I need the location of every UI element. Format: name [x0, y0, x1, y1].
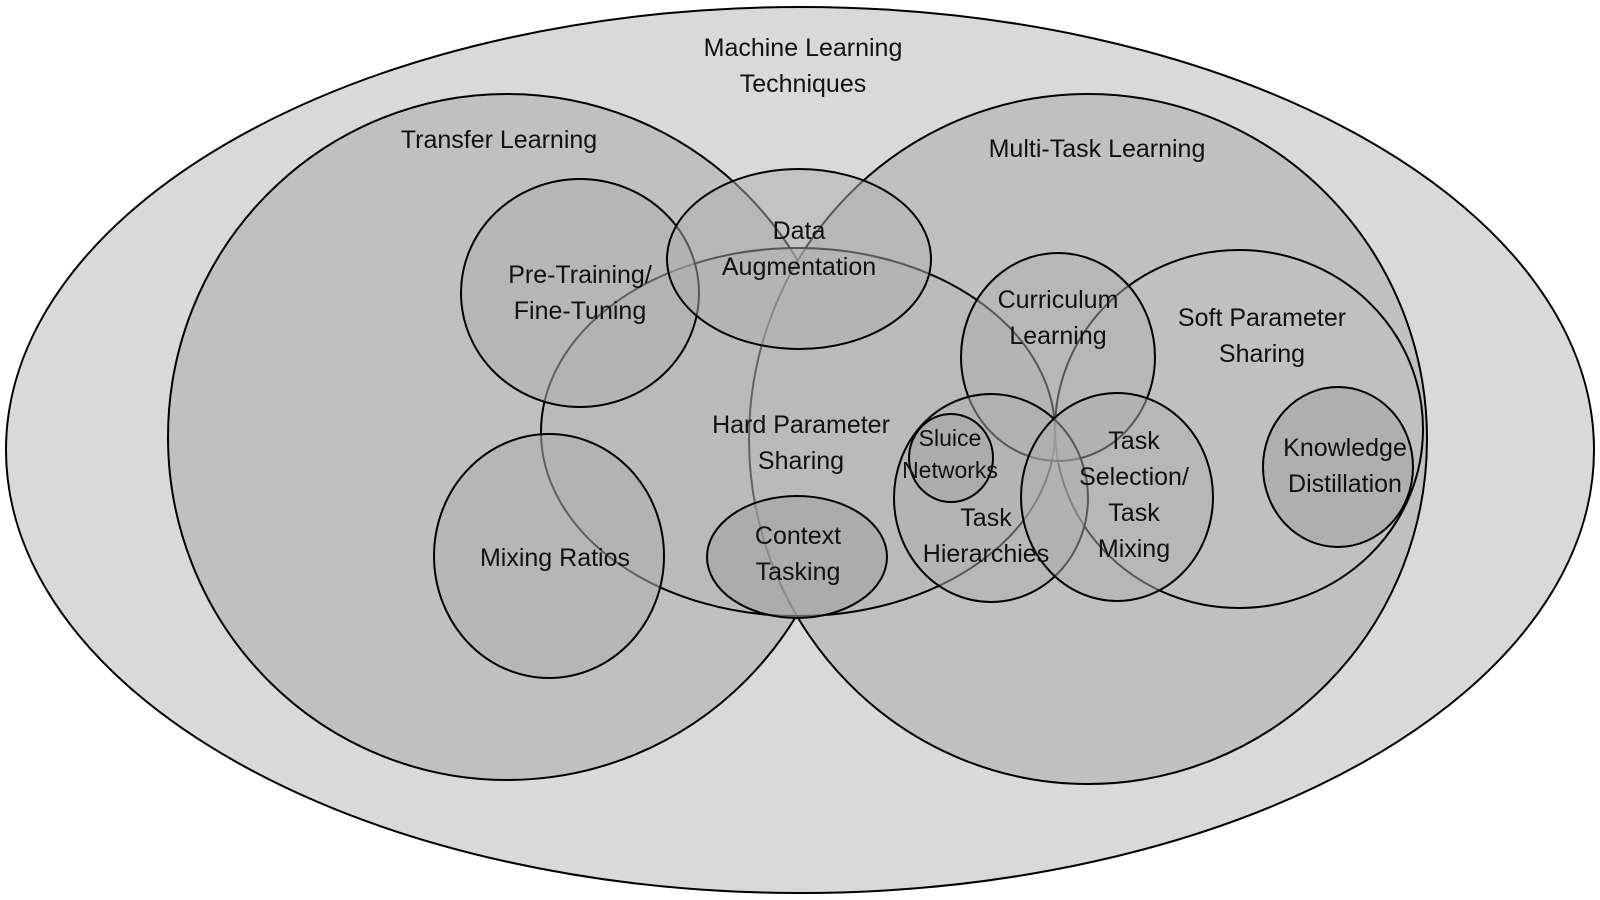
task-selection-label-line: Selection/	[1079, 463, 1189, 491]
sluice-networks-label-line: Networks	[902, 457, 998, 483]
mixing-ratios-region	[433, 433, 665, 679]
pre-training-fine-tuning-label-line: Fine-Tuning	[514, 297, 646, 325]
transfer-learning-label-line: Transfer Learning	[401, 126, 597, 154]
hard-parameter-sharing-label-line: Sharing	[758, 447, 844, 475]
task-hierarchies-label-line: Task	[960, 504, 1012, 532]
context-tasking-label-line: Context	[755, 522, 841, 550]
transfer-learning-label: Transfer Learning	[401, 126, 597, 154]
curriculum-learning-label-line: Learning	[1009, 322, 1106, 350]
pre-training-fine-tuning-label-line: Pre-Training/	[508, 261, 652, 289]
soft-parameter-sharing-label-line: Soft Parameter	[1178, 304, 1346, 332]
knowledge-distillation-region	[1262, 386, 1414, 548]
sluice-networks-label-line: Sluice	[919, 425, 982, 451]
machine-learning-techniques-label-line: Machine Learning	[704, 34, 903, 62]
knowledge-distillation-label-line: Knowledge	[1283, 434, 1407, 462]
machine-learning-techniques-label-line: Techniques	[740, 70, 866, 98]
task-selection-label-line: Task	[1108, 499, 1160, 527]
task-selection-region	[1020, 392, 1214, 602]
task-selection-label-line: Task	[1108, 427, 1160, 455]
data-augmentation-label-line: Data	[773, 217, 826, 245]
task-hierarchies-label-line: Hierarchies	[923, 540, 1049, 568]
mixing-ratios-label: Mixing Ratios	[480, 544, 630, 572]
task-selection-label-line: Mixing	[1098, 535, 1170, 563]
mixing-ratios-label-line: Mixing Ratios	[480, 544, 630, 572]
context-tasking-region	[706, 495, 888, 619]
soft-parameter-sharing-label-line: Sharing	[1219, 340, 1305, 368]
hard-parameter-sharing-label-line: Hard Parameter	[712, 411, 890, 439]
data-augmentation-label-line: Augmentation	[722, 253, 876, 281]
multi-task-learning-label-line: Multi-Task Learning	[989, 135, 1206, 163]
pre-training-fine-tuning-label: Pre-Training/Fine-Tuning	[508, 261, 652, 325]
pre-training-fine-tuning-region	[460, 178, 700, 408]
sluice-networks-region	[908, 413, 994, 503]
context-tasking-label-line: Tasking	[756, 558, 841, 586]
data-augmentation-region	[666, 168, 932, 350]
curriculum-learning-label-line: Curriculum	[998, 286, 1119, 314]
knowledge-distillation-label-line: Distillation	[1288, 470, 1402, 498]
multi-task-learning-label: Multi-Task Learning	[989, 135, 1206, 163]
